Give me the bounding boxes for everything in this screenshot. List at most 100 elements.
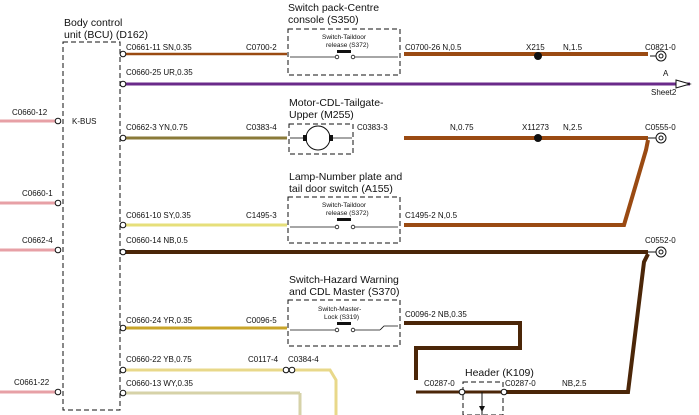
splice-label: X11273	[522, 123, 550, 132]
arrow-down-icon	[479, 406, 485, 412]
connector-c0821: C0821-0	[645, 43, 676, 62]
kbus-label: K-BUS	[72, 117, 96, 126]
splice-dot	[534, 52, 542, 60]
wire-yb-down	[290, 368, 338, 415]
component-box	[287, 28, 401, 76]
left-pin-3	[54, 246, 62, 254]
terminal-pin	[282, 366, 290, 374]
motor-m255: Motor-CDL-Tailgate- Upper (M255) C0383-4…	[246, 97, 388, 155]
connector-label: C1495-2 N,0.5	[405, 211, 458, 220]
switch-node	[334, 327, 340, 333]
switch-node	[350, 327, 356, 333]
sheet-letter: A	[663, 69, 669, 78]
hazard-switch-s370: Switch-Hazard Warning and CDL Master (S3…	[246, 274, 467, 347]
splice-x11273: N,0.75 X11273 N,2.5	[450, 123, 583, 142]
motor-brush	[329, 135, 333, 141]
left-pin-label: C0661-22	[14, 378, 50, 387]
sheet-reference: A Sheet2	[651, 69, 692, 97]
switch-inner-label: release (S372)	[326, 210, 369, 217]
terminal-ring	[658, 249, 664, 255]
switch-inner-label: Switch-Taildoor	[322, 34, 367, 41]
connector-label: C0096-2 NB,0.35	[405, 310, 467, 319]
terminal-ring	[658, 53, 664, 59]
switch-inner-label: Switch-Taildoor	[322, 202, 367, 209]
connector-label: C0555-0	[645, 123, 676, 132]
connector-label: C0384-4	[288, 355, 319, 364]
header-k109: Header (K109) C0287-0 C0287-0 NB,2.5	[416, 367, 587, 415]
arrow-right-icon	[675, 79, 692, 89]
switch-inner-label: Lock (S319)	[324, 314, 359, 321]
switch-actuator	[337, 218, 351, 221]
splice-dot	[534, 134, 542, 142]
bcu-pin-label: C0660-13 WY,0.35	[126, 379, 194, 388]
wire-label: NB,2.5	[562, 379, 587, 388]
bcu-pin-label: C0660-24 YR,0.35	[126, 316, 193, 325]
wires	[124, 52, 690, 415]
left-pin-4	[54, 388, 62, 396]
switch-inner-label: release (S372)	[326, 42, 369, 49]
switch-contact	[379, 325, 398, 331]
connector-label: C0700-26 N,0.5	[405, 43, 462, 52]
bcu-pin	[119, 50, 127, 58]
left-pin-2	[54, 199, 62, 207]
component-title: console (S350)	[288, 14, 359, 26]
bcu-pin-label: C0662-3 YN,0.75	[126, 123, 188, 132]
component-box	[288, 123, 354, 155]
connector-label: C0383-3	[357, 123, 388, 132]
bcu-border	[62, 41, 121, 411]
switch-node	[350, 54, 356, 60]
component-title: Upper (M255)	[289, 109, 354, 121]
bcu-pin-label: C0661-11 SN,0.35	[126, 43, 192, 52]
wire-nb25	[504, 253, 650, 394]
connector-c0552: C0552-0	[645, 236, 676, 258]
switch-node	[334, 224, 340, 230]
component-title: and CDL Master (S370)	[289, 286, 400, 298]
switch-actuator	[337, 50, 351, 53]
connector-label: C0821-0	[645, 43, 676, 52]
bcu-pin	[119, 324, 127, 332]
bcu-pin	[119, 80, 127, 88]
switch-node	[350, 224, 356, 230]
connector-label: C0383-4	[246, 123, 277, 132]
motor-icon	[305, 125, 331, 151]
left-pin-1	[54, 117, 62, 125]
component-title: Switch-Hazard Warning	[289, 274, 399, 286]
switch-inner-label: Switch-Master-	[318, 306, 361, 313]
component-title: Header (K109)	[465, 367, 534, 379]
component-box	[287, 196, 401, 244]
connector-c0555: C0555-0	[645, 123, 676, 144]
connector-label: C0096-5	[246, 316, 277, 325]
switch-actuator	[337, 322, 351, 325]
bcu-pin	[119, 134, 127, 142]
bcu-title: unit (BCU) (D162)	[64, 29, 148, 41]
wire-nb035	[404, 321, 522, 380]
bcu-pins: C0661-11 SN,0.35 C0660-25 UR,0.35 C0662-…	[119, 43, 194, 397]
bcu-pin	[119, 389, 127, 397]
left-pin-label: C0662-4	[22, 236, 53, 245]
terminal-pin	[500, 388, 508, 396]
bcu-title: Body control	[64, 17, 122, 29]
component-box	[287, 299, 401, 347]
component-title: tail door switch (A155)	[289, 183, 393, 195]
component-title: Switch pack-Centre	[288, 2, 379, 14]
component-title: Motor-CDL-Tailgate-	[289, 97, 384, 109]
terminal-pin	[458, 388, 466, 396]
connector-label: C0552-0	[645, 236, 676, 245]
terminal-pin	[288, 366, 296, 374]
bcu-pin	[119, 366, 127, 374]
wire-label: N,0.75	[450, 123, 474, 132]
connector-c0117: C0117-4 C0384-4	[248, 355, 319, 374]
switch-pack-s350: Switch pack-Centre console (S350) Switch…	[246, 2, 462, 76]
wire-label: N,2.5	[563, 123, 583, 132]
left-pin-label: C0660-12	[12, 108, 48, 117]
connector-label: C1495-3	[246, 211, 277, 220]
component-title: Lamp-Number plate and	[289, 171, 402, 183]
connector-label: C0700-2	[246, 43, 277, 52]
motor-brush	[303, 135, 307, 141]
left-pin-label: C0660-1	[22, 189, 53, 198]
bcu-pin	[119, 248, 127, 256]
connector-label: C0287-0	[505, 379, 536, 388]
bcu-pin-label: C0660-14 NB,0.5	[126, 236, 188, 245]
left-wires: C0660-12 C0660-1 C0662-4 C0661-22	[0, 108, 62, 396]
